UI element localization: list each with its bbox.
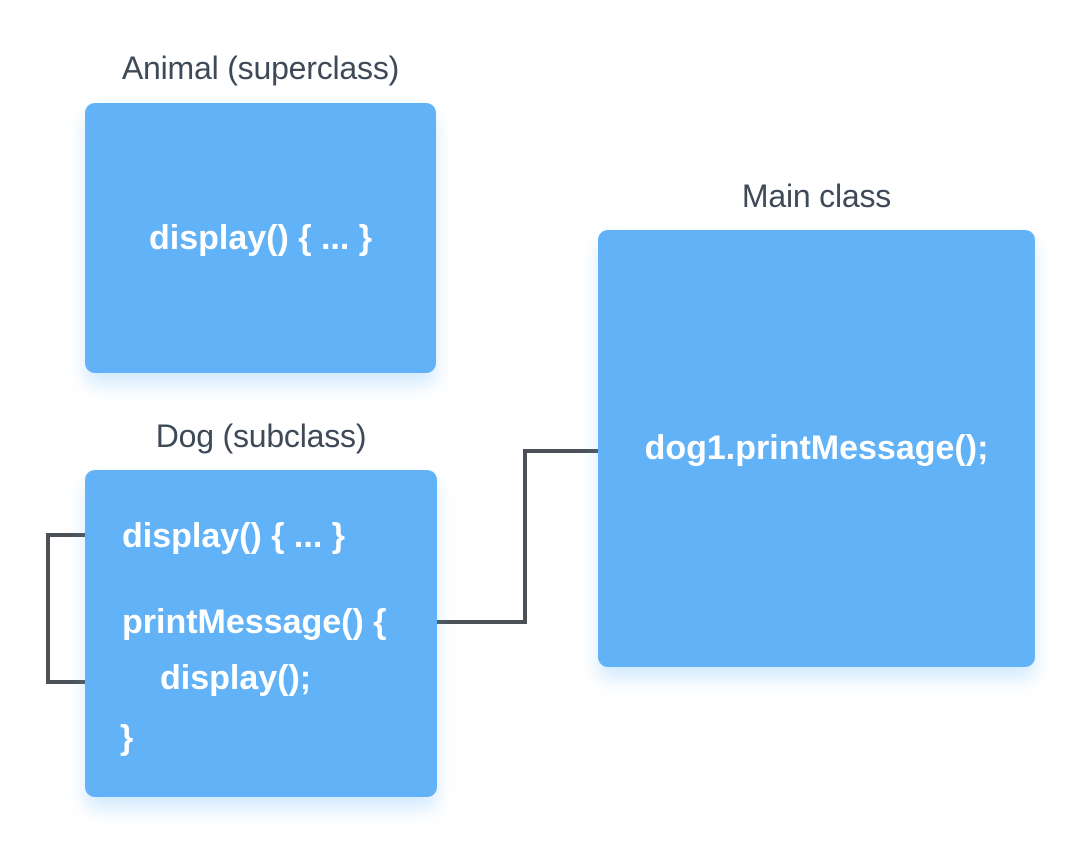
main-printmessage-call-code: dog1.printMessage();: [644, 429, 989, 467]
dog-subclass-label: Dog (subclass): [155, 418, 367, 454]
animal-superclass-label: Animal (superclass): [121, 50, 400, 86]
dog-printmessage-method-code: printMessage() {: [122, 603, 387, 641]
dog-display-call-code: display();: [160, 659, 312, 697]
dog-subclass-box: display() { ... } printMessage() { displ…: [85, 470, 437, 797]
call-arrow: [413, 449, 610, 632]
dog-closing-brace-code: }: [120, 719, 134, 757]
main-class-label: Main class: [741, 178, 892, 214]
animal-display-method-code: display() { ... }: [149, 218, 372, 257]
dog-display-method-code: display() { ... }: [122, 517, 345, 555]
animal-superclass-box: display() { ... }: [85, 103, 436, 373]
main-class-box: dog1.printMessage();: [598, 230, 1035, 667]
